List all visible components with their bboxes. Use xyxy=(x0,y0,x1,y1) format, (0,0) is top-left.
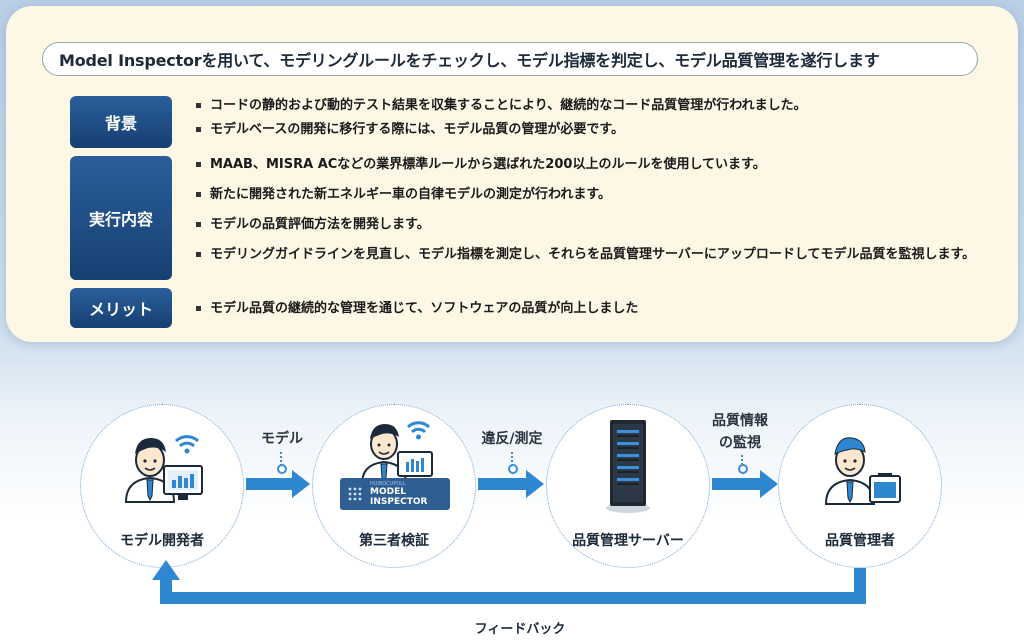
bullet-background-2: モデルベースの開発に移行する際には、モデル品質の管理が必要です。 xyxy=(196,121,1006,138)
label-merit: メリット xyxy=(70,288,172,328)
headline-banner: Model Inspectorを用いて、モデリングルールをチェックし、モデル指標… xyxy=(42,42,978,76)
badge-brand: HUIBOCUPOLL xyxy=(370,481,406,487)
bullet-execution-1: MAAB、MISRA ACなどの業界標準ルールから選ばれた200以上のルールを使… xyxy=(196,156,1006,173)
badge-line2: INSPECTOR xyxy=(370,497,428,507)
bullet-merit-1: モデル品質の継続的な管理を通じて、ソフトウェアの品質が向上しました xyxy=(196,300,1006,317)
bullet-execution-2: 新たに開発された新エネルギー車の自律モデルの測定が行われます。 xyxy=(196,186,1006,203)
manager-icon xyxy=(824,437,901,505)
bullet-background-1: コードの静的および動的テスト結果を収集することにより、継続的なコード品質管理が行… xyxy=(196,97,1006,114)
bullet-execution-3: モデルの品質評価方法を開発します。 xyxy=(196,216,1006,233)
verifier-icon: HUIBOCUPOLL MODEL INSPECTOR xyxy=(340,421,450,510)
label-execution: 実行内容 xyxy=(70,156,172,280)
edge-label-violation: 違反/測定 xyxy=(481,431,543,447)
arrow-model xyxy=(246,470,310,498)
node-label-verifier: 第三者検証 xyxy=(359,533,429,549)
node-label-developer: モデル開発者 xyxy=(120,533,204,549)
label-background: 背景 xyxy=(70,96,172,148)
edge-label-model: モデル xyxy=(261,431,303,447)
feedback-label: フィードバック xyxy=(474,622,566,637)
bullet-execution-4: モデリングガイドラインを見直し、モデル指標を測定し、それらを品質管理サーバーにア… xyxy=(196,246,1006,263)
arrow-violation xyxy=(478,470,544,498)
node-label-manager: 品質管理者 xyxy=(825,533,895,549)
node-label-server: 品質管理サーバー xyxy=(572,533,684,549)
headline-text: Model Inspectorを用いて、モデリングルールをチェックし、モデル指標… xyxy=(59,51,880,70)
developer-icon xyxy=(124,435,203,503)
feedback-arrow xyxy=(152,560,866,604)
arrow-monitoring xyxy=(712,470,778,498)
server-icon xyxy=(606,420,650,513)
edge-label-monitoring: 品質情報 の監視 xyxy=(712,413,768,451)
badge-line1: MODEL xyxy=(370,487,406,497)
